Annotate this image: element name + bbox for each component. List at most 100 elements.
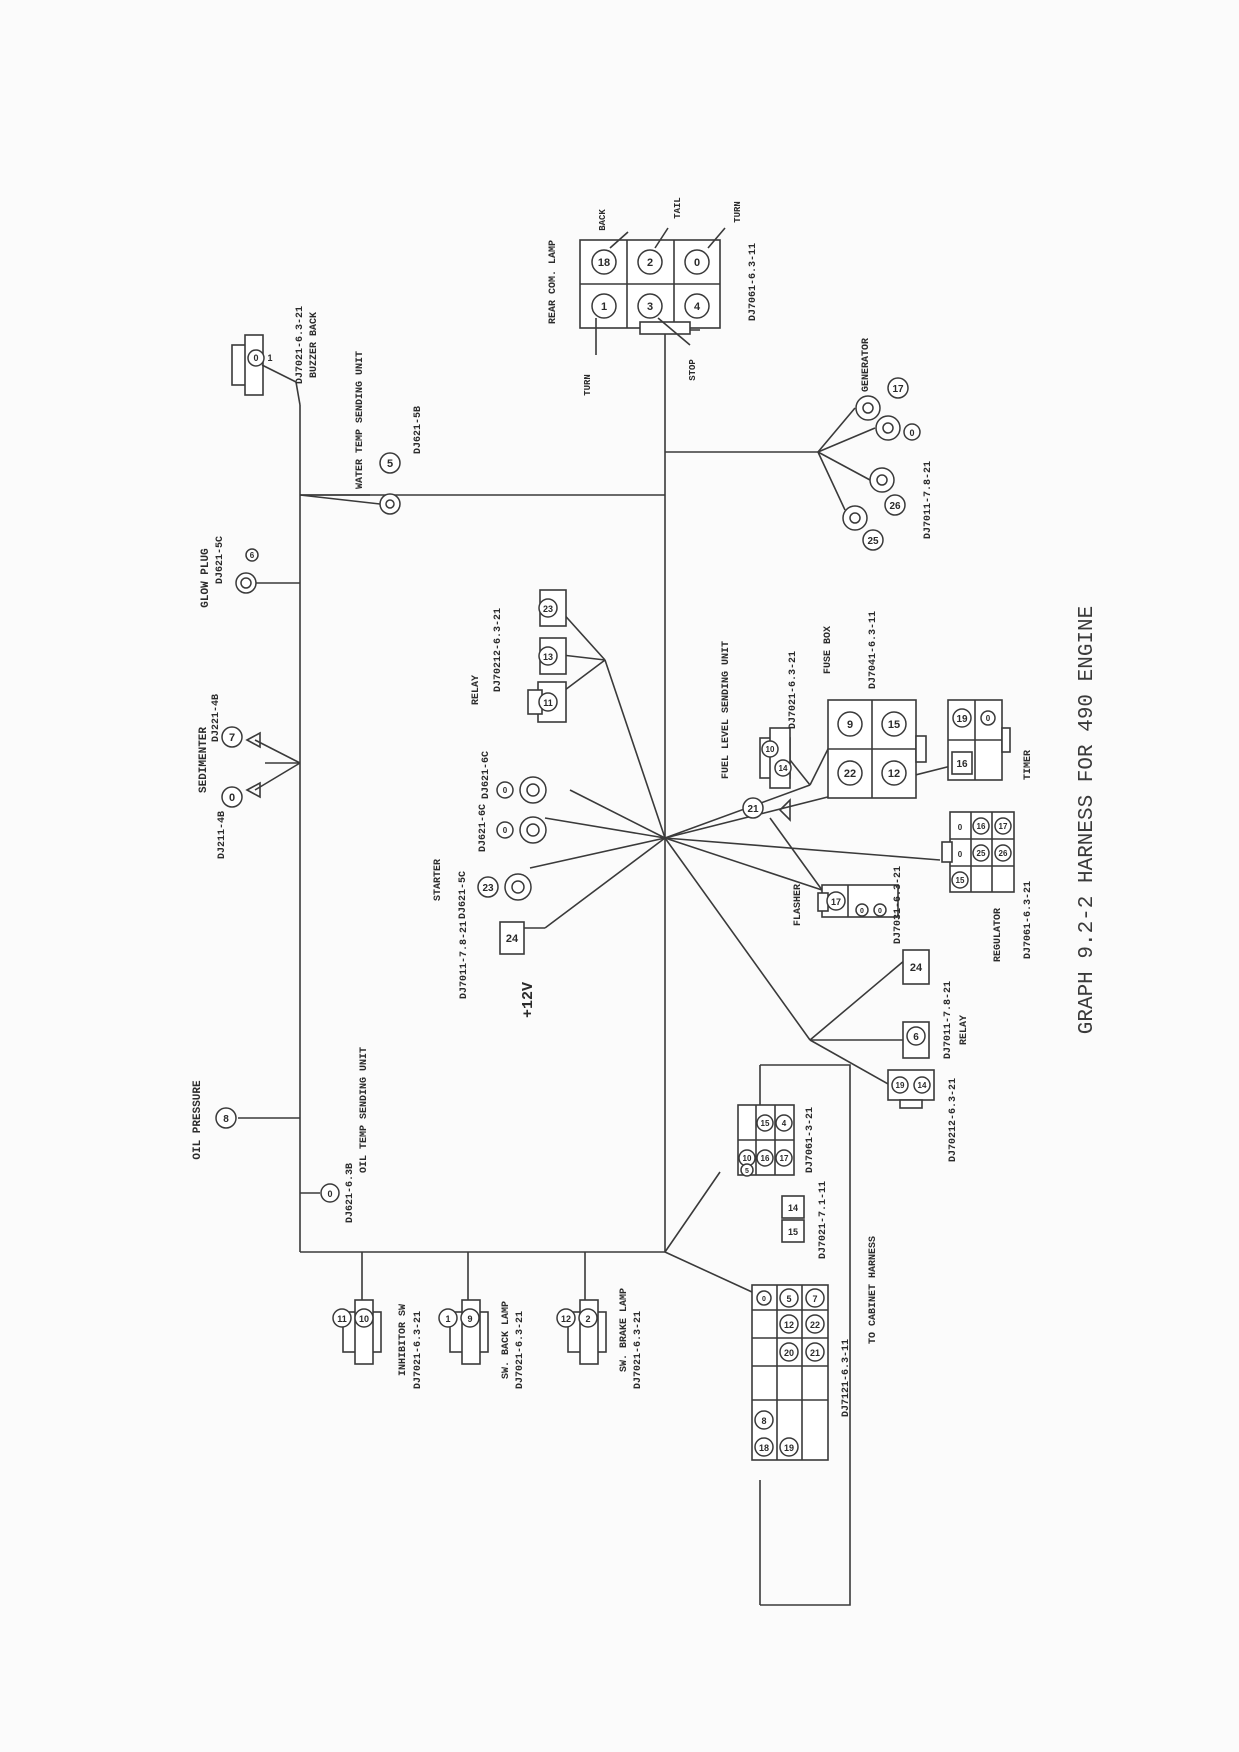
rear-combination-lamp: 18 1 3 4 2 0 REAR COM. LAMP DJ7061-6.3-1… xyxy=(548,197,759,396)
relay-top-pin-23: 23 xyxy=(543,604,553,614)
brake-lamp-pin-2: 2 xyxy=(585,1314,590,1324)
oil-pressure: 8 OIL PRESSURE xyxy=(192,1080,237,1160)
flasher-pin-b: 0 xyxy=(878,908,882,915)
rear-lamp-pin-4: 4 xyxy=(694,301,701,313)
sedimenter-code-b: DJ221-4B xyxy=(211,694,222,742)
fuse-box: 9 22 15 12 FUSE BOX DJ7041-6.3-11 xyxy=(823,611,927,799)
water-temp-unit: 5 WATER TEMP SENDING UNIT DJ621-5B xyxy=(299,351,424,515)
brake-lamp-switch: 12 2 SW. BRAKE LAMP DJ7021-6.3-21 xyxy=(556,1288,644,1389)
cab-large-pin-7: 7 xyxy=(812,1294,817,1304)
regulator-pin-25: 25 xyxy=(977,849,986,858)
brake-lamp-label: SW. BRAKE LAMP xyxy=(619,1288,630,1372)
timer-label: TIMER xyxy=(1023,750,1034,780)
fuse-connector-code: DJ7021-6.3-21 xyxy=(788,651,799,729)
sedimenter: 0 7 SEDIMENTER DJ211-4B DJ221-4B xyxy=(198,694,301,859)
flasher-pin-a: 0 xyxy=(860,908,864,915)
cab-large-pin-21: 21 xyxy=(810,1348,820,1358)
inhibitor-code: DJ7021-6.3-21 xyxy=(413,1311,424,1389)
rear-lamp-label: REAR COM. LAMP xyxy=(548,240,559,324)
regulator-pin-0b: 0 xyxy=(958,850,963,859)
cab-large-pin-0: 0 xyxy=(762,1296,766,1303)
starter-label: STARTER xyxy=(433,859,444,901)
rear-lamp-pin-3: 3 xyxy=(647,301,653,313)
oil-temp-label: OIL TEMP SENDING UNIT xyxy=(359,1047,370,1173)
sedimenter-code-a: DJ211-4B xyxy=(217,811,228,859)
generator-code: DJ7011-7.8-21 xyxy=(923,461,934,539)
cab-top-pin-4: 4 xyxy=(782,1119,787,1128)
relay-bottom-pin-6: 6 xyxy=(913,1032,919,1043)
rear-lamp-turn-right: TURN xyxy=(733,201,743,223)
fuse-connector-pin-10: 10 xyxy=(766,745,775,754)
oil-temp-pin: 0 xyxy=(327,1189,332,1199)
fuel-level-pin: 21 xyxy=(747,804,759,815)
sedimenter-label: SEDIMENTER xyxy=(198,727,210,793)
inhibitor-label: INHIBITOR SW xyxy=(398,1304,409,1376)
generator-pin-25: 25 xyxy=(867,536,879,547)
cab-top-pin-10: 10 xyxy=(743,1154,752,1163)
fuel-level-unit: 21 FUEL LEVEL SENDING UNIT xyxy=(721,641,791,822)
fuse-box-pin-9: 9 xyxy=(847,719,853,731)
back-lamp-pin-9: 9 xyxy=(467,1314,472,1324)
back-lamp-code: DJ7021-6.3-21 xyxy=(515,1311,526,1389)
cabinet-connector-top: 4 15 10 16 17 5 DJ7061-3-21 xyxy=(737,1104,816,1177)
rear-lamp-stop: STOP xyxy=(688,359,698,381)
starter-code-a: DJ621-5C xyxy=(458,871,469,919)
relay-bottom-pin-19: 19 xyxy=(896,1081,905,1090)
brake-lamp-pin-12: 12 xyxy=(561,1314,571,1324)
cab-large-code: DJ7121-6.3-11 xyxy=(841,1339,852,1417)
cab-small-code: DJ7021-7.1-11 xyxy=(818,1181,829,1259)
generator-pin-26: 26 xyxy=(889,501,901,512)
inhibitor-pin-10: 10 xyxy=(359,1314,369,1324)
cab-top-pin-17: 17 xyxy=(780,1154,789,1163)
fuel-level-label: FUEL LEVEL SENDING UNIT xyxy=(721,641,732,779)
flasher-label: FLASHER xyxy=(793,884,804,926)
central-hub-wires xyxy=(529,609,956,1086)
cab-top-pin-16: 16 xyxy=(761,1154,770,1163)
rear-lamp-code: DJ7061-6.3-11 xyxy=(748,243,759,321)
fuse-connector-pin-14: 14 xyxy=(779,764,788,773)
rear-lamp-tail: TAIL xyxy=(673,197,683,219)
cab-large-pin-20: 20 xyxy=(784,1348,794,1358)
glow-plug-label: GLOW PLUG xyxy=(200,548,212,608)
water-temp-pin: 5 xyxy=(387,458,393,470)
back-lamp-label: SW. BACK LAMP xyxy=(501,1301,512,1379)
relay-bottom-code-b: DJ70212-6.3-21 xyxy=(948,1078,959,1162)
brake-lamp-code: DJ7021-6.3-21 xyxy=(633,1311,644,1389)
water-temp-label: WATER TEMP SENDING UNIT xyxy=(355,351,366,489)
oil-temp-code: DJ621-6.3B xyxy=(345,1163,356,1223)
generator-pin-0: 0 xyxy=(909,428,914,438)
cab-large-pin-5: 5 xyxy=(786,1294,791,1304)
glow-plug-code: DJ621-5C xyxy=(215,536,226,584)
relay-bottom-label: RELAY xyxy=(959,1015,970,1045)
cabinet-connector-large: 18 19 8 20 12 21 22 7 5 0 DJ7121-6.3-11 … xyxy=(751,1236,879,1461)
cab-top-pin-5: 5 xyxy=(745,1168,749,1175)
battery-voltage: +12V xyxy=(520,982,537,1018)
buzzer-pin-2: 1 xyxy=(267,353,272,363)
cab-large-pin-8: 8 xyxy=(761,1416,766,1426)
starter-code-b: DJ621-6C xyxy=(478,804,489,852)
relay-bottom-pin-24: 24 xyxy=(910,962,923,974)
starter-code-c: DJ621-6C xyxy=(481,751,492,799)
inhibitor-pin-11: 11 xyxy=(337,1314,347,1324)
relay-top-code: DJ70212-6.3-21 xyxy=(493,608,504,692)
rear-lamp-pin-2: 2 xyxy=(647,257,653,269)
cab-small-pin-15: 15 xyxy=(788,1227,798,1237)
regulator-code: DJ7061-6.3-21 xyxy=(1023,881,1034,959)
cab-large-pin-18: 18 xyxy=(759,1443,769,1453)
regulator-pin-17: 17 xyxy=(999,822,1008,831)
cab-top-code: DJ7061-3-21 xyxy=(805,1107,816,1173)
timer-pin-16: 16 xyxy=(956,759,968,770)
buzzer-label: BUZZER BACK xyxy=(309,312,320,378)
generator-label: GENERATOR xyxy=(861,338,872,392)
fuse-connector: 10 14 DJ7021-6.3-21 xyxy=(759,651,799,789)
battery-pin: 24 xyxy=(506,933,519,945)
oil-temp-unit: 0 DJ621-6.3B OIL TEMP SENDING UNIT xyxy=(320,1047,370,1223)
fuse-box-label: FUSE BOX xyxy=(823,626,834,674)
relay-top: 23 13 11 RELAY DJ70212-6.3-21 xyxy=(471,589,567,723)
fuse-box-pin-12: 12 xyxy=(888,768,900,780)
back-lamp-pin-1: 1 xyxy=(445,1314,450,1324)
diagram-title: GRAPH 9.2-2 HARNESS FOR 490 ENGINE xyxy=(1076,606,1099,1034)
cab-small-pin-14: 14 xyxy=(788,1203,798,1213)
flasher: 17 0 0 FLASHER DJ7031-6.3-21 xyxy=(793,866,904,944)
